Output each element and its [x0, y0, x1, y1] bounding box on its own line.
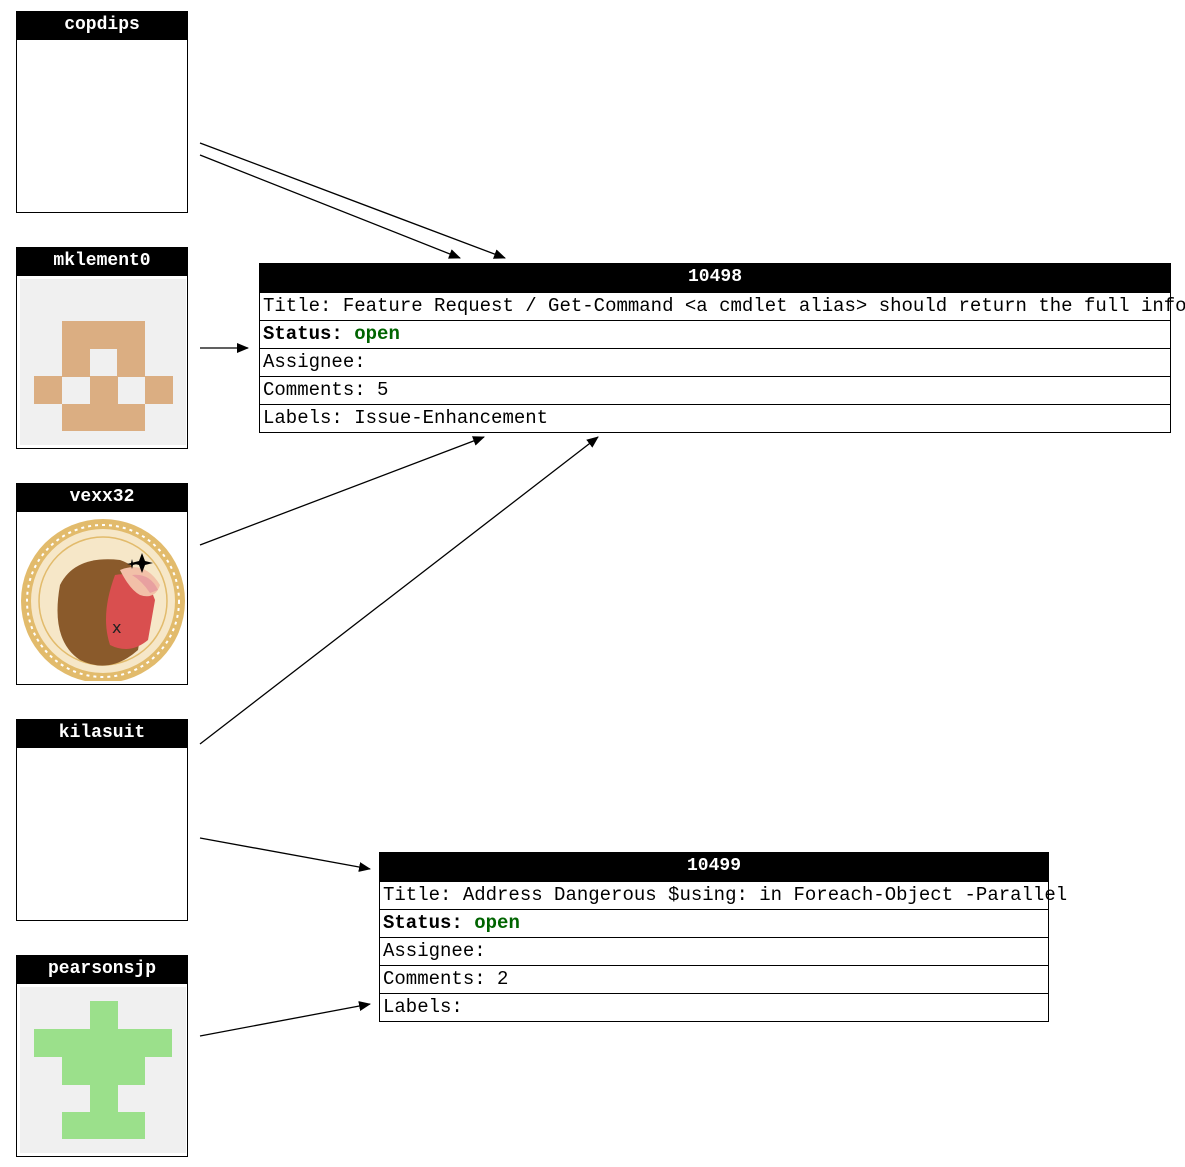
issue-node-10499[interactable]: 10499 Title: Address Dangerous $using: i… [379, 852, 1067, 1022]
user-name: vexx32 [17, 484, 187, 512]
avatar-empty [17, 748, 187, 920]
user-node-pearsonsjp[interactable]: pearsonsjp [16, 955, 188, 1157]
status-value: open [474, 912, 520, 934]
edge-copdips-10498-b [199, 154, 461, 259]
comments-label: Comments: [263, 379, 366, 401]
anime-avatar: x [21, 519, 185, 681]
user-node-vexx32[interactable]: vexx32 x [16, 483, 188, 685]
issue-status-row: Status: open [380, 909, 1048, 937]
assignee-label: Assignee: [263, 351, 366, 373]
issue-assignee-row: Assignee: [260, 348, 1170, 376]
issue-labels-row: Labels: Issue-Enhancement [260, 404, 1170, 432]
edge-pearsonsjp-10499 [199, 1001, 371, 1037]
status-label: Status: [263, 323, 343, 345]
edge-copdips-10498-a [199, 142, 506, 259]
issue-number: 10499 [380, 853, 1048, 881]
title-label: Title: [263, 295, 332, 317]
svg-text:x: x [112, 618, 121, 637]
title-label: Title: [383, 884, 452, 906]
issue-comments-row: Comments: 5 [260, 376, 1170, 404]
comments-value: 2 [497, 968, 509, 990]
issue-status-row: Status: open [260, 320, 1170, 348]
user-name: mklement0 [17, 248, 187, 276]
user-name: copdips [17, 12, 187, 40]
issue-comments-row: Comments: 2 [380, 965, 1048, 993]
assignee-label: Assignee: [383, 940, 486, 962]
comments-value: 5 [377, 379, 389, 401]
issue-labels-row: Labels: [380, 993, 1048, 1021]
user-node-copdips[interactable]: copdips [16, 11, 188, 213]
issue-title-row: Title: Address Dangerous $using: in Fore… [380, 881, 1067, 909]
comments-label: Comments: [383, 968, 486, 990]
labels-label: Labels: [383, 996, 463, 1018]
issue-node-10498[interactable]: 10498 Title: Feature Request / Get-Comma… [259, 263, 1185, 433]
identicon-avatar [20, 279, 186, 445]
issue-title-row: Title: Feature Request / Get-Command <a … [260, 292, 1185, 320]
identicon-avatar [20, 987, 186, 1153]
user-name: pearsonsjp [17, 956, 187, 984]
user-name: kilasuit [17, 720, 187, 748]
issue-title: Feature Request / Get-Command <a cmdlet … [342, 295, 1185, 317]
labels-label: Labels: [263, 407, 343, 429]
issue-title: Address Dangerous $using: in Foreach-Obj… [462, 884, 1068, 906]
status-value: open [354, 323, 400, 345]
avatar-empty [17, 40, 187, 212]
user-node-kilasuit[interactable]: kilasuit [16, 719, 188, 921]
issue-number: 10498 [260, 264, 1170, 292]
edge-kilasuit-10499 [199, 837, 371, 872]
status-label: Status: [383, 912, 463, 934]
edge-vexx32-10498 [199, 436, 485, 546]
edge-kilasuit-10498 [199, 436, 599, 745]
labels-value: Issue-Enhancement [354, 407, 549, 429]
issue-assignee-row: Assignee: [380, 937, 1048, 965]
user-node-mklement0[interactable]: mklement0 [16, 247, 188, 449]
